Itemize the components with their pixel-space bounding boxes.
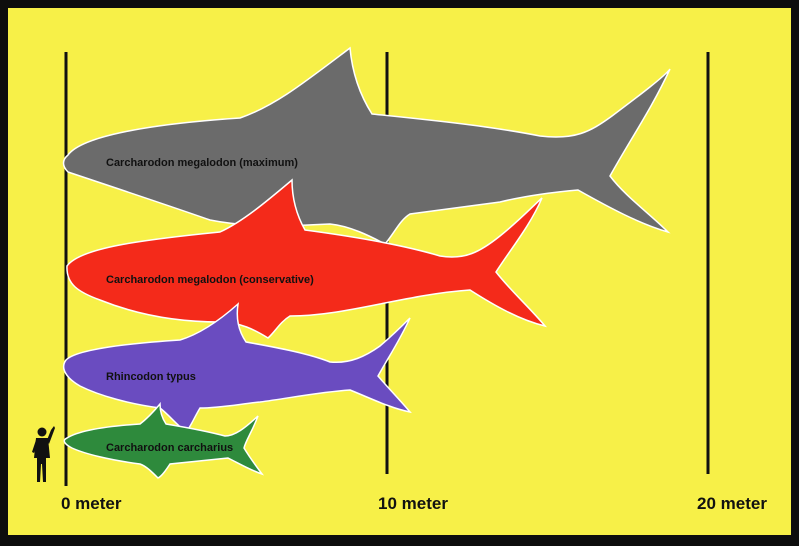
shark-label-megalodon-maximum: Carcharodon megalodon (maximum) — [106, 157, 298, 169]
scale-label-10m: 10 meter — [378, 494, 448, 514]
shark-label-megalodon-conservative: Carcharodon megalodon (conservative) — [106, 274, 314, 286]
scale-label-0m: 0 meter — [61, 494, 121, 514]
scale-label-20m: 20 meter — [697, 494, 767, 514]
human-silhouette-icon — [32, 426, 55, 482]
megalodon-maximum-silhouette — [64, 48, 671, 244]
shark-label-carcharodon-carcharius: Carcharodon carcharius — [106, 442, 233, 454]
carcharodon-carcharias-silhouette — [64, 404, 262, 478]
rhincodon-typus-silhouette — [64, 304, 410, 432]
shark-label-rhincodon-typus: Rhincodon typus — [106, 371, 196, 383]
